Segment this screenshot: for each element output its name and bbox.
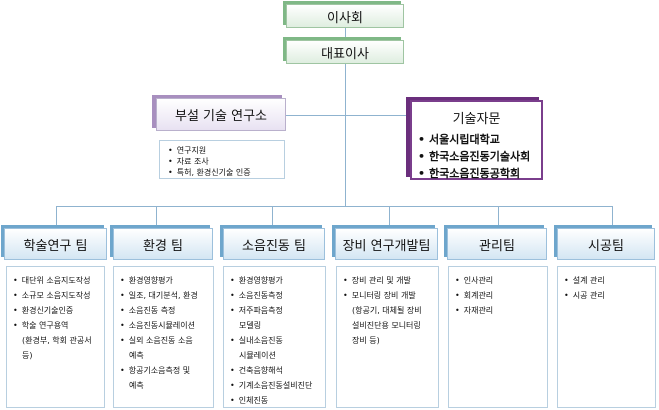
list-item: 소규모 소음지도작성	[13, 288, 100, 303]
connector-drop-4	[389, 206, 390, 226]
list-item: 소음진동시뮬레이션	[120, 318, 209, 333]
team-equipment-rd-box: 장비 연구개발팀	[335, 228, 438, 260]
team-management-list: 인사관리 회계관리 자재관리	[448, 266, 548, 408]
team-title: 소음진동 팀	[242, 238, 306, 254]
list-item: 설비진단용 모니터링	[352, 321, 421, 330]
team-title: 환경 팀	[142, 238, 183, 254]
list-item: 소음진동 측정	[120, 303, 209, 318]
list-item: 환경영향평가	[230, 273, 321, 288]
board-box: 이사회	[286, 4, 404, 28]
connector-lab-advisory	[286, 115, 410, 116]
list-item: 자료 조사	[168, 156, 280, 167]
research-lab-list: 연구지원 자료 조사 특허, 환경신기술 인증	[159, 140, 285, 179]
list-item: 모델링	[239, 321, 262, 330]
advisory-title: 기술자문	[452, 112, 501, 127]
list-item: 일조, 대기분석, 환경	[120, 288, 209, 303]
advisory-item: 한국소음진동기술사회	[418, 148, 530, 165]
advisory-box: 기술자문 서울시립대학교 한국소음진동기술사회 한국소음진동공학회	[410, 100, 543, 180]
list-item: 회계관리	[455, 288, 543, 303]
list-item: 환경신기술인증	[13, 303, 100, 318]
list-item: 소음진동측정	[230, 288, 321, 303]
list-item: 설계 관리	[564, 273, 651, 288]
team-title: 장비 연구개발팀	[342, 238, 431, 254]
team-noise-vibration-box: 소음진동 팀	[223, 228, 325, 260]
list-item: 환경영향평가	[120, 273, 209, 288]
team-title: 관리팀	[479, 238, 515, 254]
list-item: 시뮬레이션	[239, 351, 276, 360]
team-title: 시공팀	[588, 238, 624, 254]
list-item: 예측	[129, 351, 144, 360]
connector-drop-1	[56, 206, 57, 226]
list-item: 인사관리	[455, 273, 543, 288]
list-item: 특허, 환경신기술 인증	[168, 167, 280, 178]
connector-drop-2	[156, 206, 157, 226]
team-title: 학술연구 팀	[23, 238, 88, 254]
connector-drop-5	[498, 206, 499, 226]
team-academic-list: 대단위 소음지도작성 소규모 소음지도작성 환경신기술인증 학술 연구용역 (환…	[6, 266, 105, 408]
list-item: 연구지원	[168, 145, 280, 156]
connector-drop-3	[272, 206, 273, 226]
list-item: (환경부, 학회 관공서	[22, 336, 92, 345]
advisory-item: 한국소음진동공학회	[418, 165, 520, 182]
team-equipment-rd-list: 장비 관리 및 개발 모니터링 장비 개발 (항공기, 대체될 장비 설비진단용…	[336, 266, 439, 408]
list-item: 학술 연구용역	[13, 318, 100, 333]
list-item: 장비 등)	[352, 336, 380, 345]
list-item: 실외 소음진동 소음	[120, 333, 209, 348]
list-item: 시공 관리	[564, 288, 651, 303]
connector-team-bus	[56, 206, 612, 207]
team-noise-vibration-list: 환경영향평가 소음진동측정 저주파음측정 모델링 실내소음진동 시뮬레이션 건축…	[223, 266, 326, 408]
list-item: (항공기, 대체될 장비	[352, 306, 422, 315]
team-management-box: 관리팀	[447, 228, 547, 260]
list-item: 예측	[129, 381, 144, 390]
list-item: 장비 관리 및 개발	[343, 273, 434, 288]
list-item: 모니터링 장비 개발	[343, 288, 434, 303]
list-item: 대단위 소음지도작성	[13, 273, 100, 288]
ceo-label: 대표이사	[321, 46, 369, 62]
list-item: 인체진동	[230, 393, 321, 408]
advisory-item: 서울시립대학교	[418, 131, 500, 148]
board-label: 이사회	[327, 10, 363, 26]
team-construction-list: 설계 관리 시공 관리	[557, 266, 656, 408]
ceo-box: 대표이사	[286, 40, 404, 64]
list-item: 등)	[22, 351, 33, 360]
connector-board-ceo	[345, 27, 346, 40]
research-lab-title: 부설 기술 연구소	[175, 109, 267, 124]
list-item: 자재관리	[455, 303, 543, 318]
list-item: 실내소음진동	[230, 333, 321, 348]
connector-drop-6	[612, 206, 613, 226]
team-environment-box: 환경 팀	[113, 228, 213, 260]
list-item: 항공기소음측정 및	[120, 363, 209, 378]
research-lab-box: 부설 기술 연구소	[156, 98, 286, 131]
team-construction-box: 시공팀	[557, 228, 655, 260]
team-environment-list: 환경영향평가 일조, 대기분석, 환경 소음진동 측정 소음진동시뮬레이션 실외…	[113, 266, 214, 408]
team-academic-box: 학술연구 팀	[4, 228, 107, 260]
list-item: 건축음향해석	[230, 363, 321, 378]
connector-ceo-trunk	[345, 64, 346, 206]
list-item: 기계소음진동설비진단	[230, 378, 321, 393]
list-item: 저주파음측정	[230, 303, 321, 318]
